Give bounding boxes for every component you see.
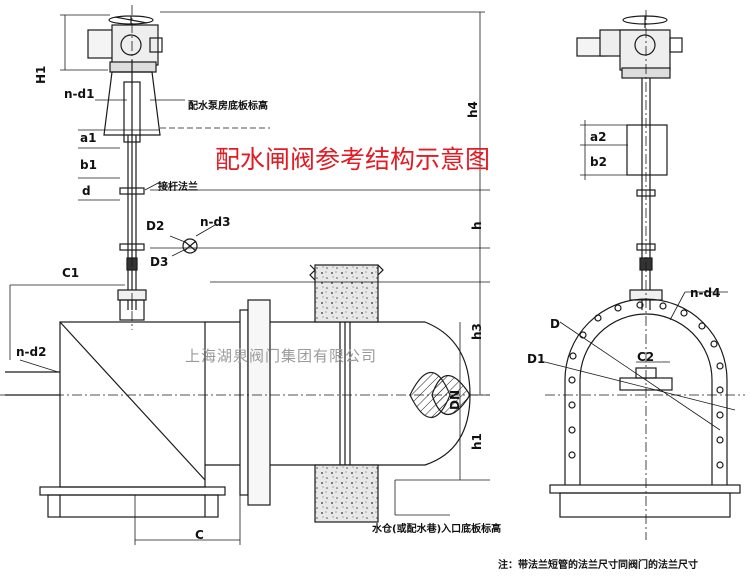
left-valve-body bbox=[39, 321, 226, 518]
right-actuator bbox=[576, 15, 683, 79]
dim-H1: H1 bbox=[34, 65, 48, 84]
note-inlet-floor: 水仓(或配水巷)入口底板标高 bbox=[372, 524, 502, 535]
outlet-flange bbox=[239, 309, 249, 496]
diagram-title: 配水闸阀参考结构示意图 bbox=[215, 145, 491, 174]
dim-D: D bbox=[550, 317, 560, 331]
left-actuator bbox=[87, 15, 163, 73]
label-n-d2: n-d2 bbox=[16, 345, 47, 359]
dim-b2: b2 bbox=[590, 155, 607, 169]
dim-D2: D2 bbox=[146, 219, 165, 233]
dim-h3: h3 bbox=[470, 323, 484, 340]
dim-h: h bbox=[470, 221, 484, 230]
dim-b1: b1 bbox=[80, 158, 97, 172]
dim-DN: DN bbox=[448, 389, 462, 410]
watermark: 上海湖泉阀门集团有限公司 bbox=[185, 347, 378, 365]
dim-C1: C1 bbox=[62, 266, 80, 280]
dim-D3: D3 bbox=[150, 255, 169, 269]
label-n-d4: n-d4 bbox=[690, 286, 721, 300]
note-extension-flange: 接杆法兰 bbox=[158, 182, 198, 193]
right-valve-body bbox=[549, 298, 741, 518]
bolt-holes bbox=[568, 301, 724, 469]
label-n-d1: n-d1 bbox=[64, 87, 95, 101]
concrete-wall-top bbox=[314, 264, 379, 323]
dim-d: d bbox=[82, 184, 91, 198]
dim-a1: a1 bbox=[80, 131, 97, 145]
dim-D1: D1 bbox=[527, 352, 546, 366]
dim-C: C bbox=[195, 528, 204, 542]
label-n-d3: n-d3 bbox=[200, 215, 231, 229]
concrete-wall-bottom bbox=[314, 464, 379, 523]
dim-h4: h4 bbox=[466, 101, 480, 118]
dim-a2: a2 bbox=[590, 130, 607, 144]
dim-h1: h1 bbox=[470, 433, 484, 450]
note-pump-floor: 配水泵房底板标高 bbox=[188, 101, 268, 112]
dim-C2: C2 bbox=[637, 350, 655, 364]
footnote: 注：带法兰短管的法兰尺寸同阀门的法兰尺寸 bbox=[498, 560, 698, 571]
